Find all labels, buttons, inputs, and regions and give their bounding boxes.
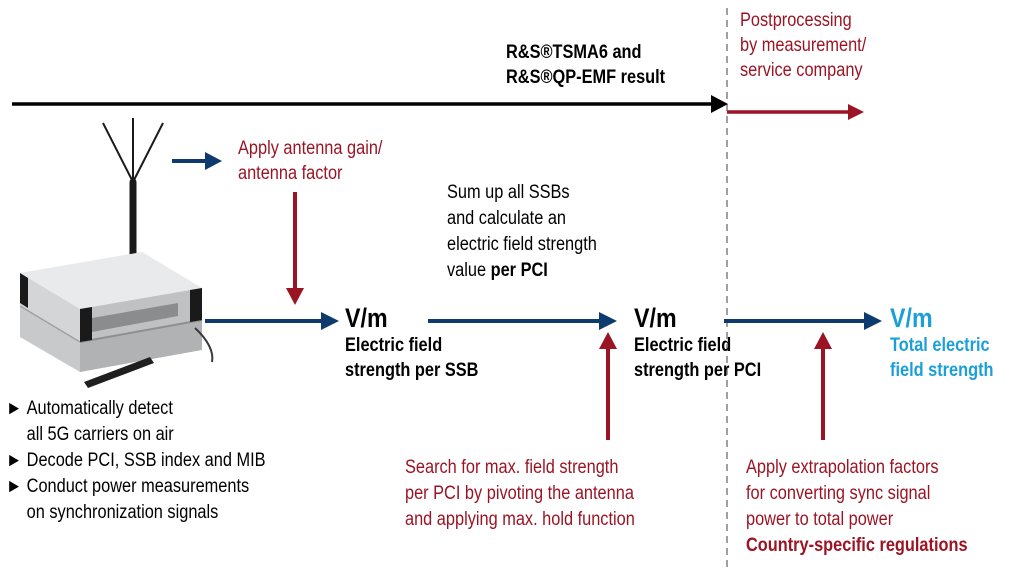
country-regulations-label: Country-specific regulations bbox=[746, 535, 968, 556]
node-ssb-unit: V/m bbox=[345, 303, 388, 333]
antenna-gain-label: Apply antenna gain/ antenna factor bbox=[238, 138, 383, 184]
result-label: R&S®TSMA6 and R&S®QP-EMF result bbox=[506, 42, 666, 88]
sum-ssb-note: Sum up all SSBs and calculate an electri… bbox=[447, 182, 597, 281]
extrapolation-note: Apply extrapolation factors for converti… bbox=[746, 455, 968, 559]
feature-item: Conduct power measurements bbox=[6, 474, 266, 500]
search-note: Search for max. field strength per PCI b… bbox=[405, 457, 635, 530]
red-arrows bbox=[286, 192, 832, 440]
feature-item: Automatically detect bbox=[6, 396, 266, 422]
antenna-icon bbox=[102, 118, 164, 267]
device-icon bbox=[19, 252, 214, 388]
result-arrow-head bbox=[711, 95, 728, 113]
postprocessing-label: Postprocessing by measurement/ service c… bbox=[740, 10, 867, 81]
node-total: V/m Total electric field strength bbox=[890, 303, 994, 381]
feature-item: Decode PCI, SSB index and MIB bbox=[6, 448, 266, 474]
node-pci-unit: V/m bbox=[634, 303, 677, 333]
node-ssb: V/m Electric field strength per SSB bbox=[345, 303, 479, 381]
node-total-unit: V/m bbox=[890, 303, 933, 333]
postprocessing-arrow-head bbox=[848, 104, 864, 120]
node-pci: V/m Electric field strength per PCI bbox=[634, 303, 762, 381]
blue-arrows bbox=[172, 152, 882, 330]
feature-list: Automatically detect all 5G carriers on … bbox=[6, 396, 266, 526]
